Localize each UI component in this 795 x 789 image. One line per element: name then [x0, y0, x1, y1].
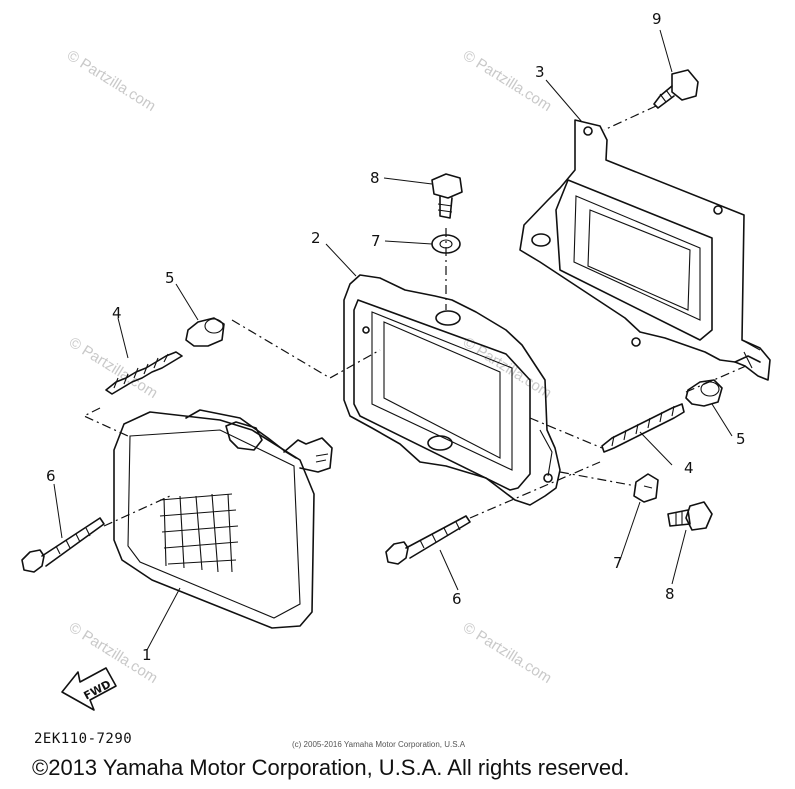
watermark: © Partzilla.com	[64, 47, 159, 115]
part-5-grommet-left	[185, 317, 225, 347]
callout-1: 1	[142, 646, 152, 664]
fwd-label: FWD	[82, 678, 114, 703]
callout-8-bottom: 8	[665, 585, 675, 603]
callout-8-top: 8	[370, 169, 380, 187]
watermarks: © Partzilla.com © Partzilla.com © Partzi…	[64, 47, 555, 687]
callout-5-left: 5	[165, 269, 175, 287]
part-2-housing	[343, 274, 561, 506]
part-4-spring-right	[601, 403, 685, 453]
svg-text:© Partzilla.com: © Partzilla.com	[64, 47, 159, 115]
callout-5-right: 5	[736, 430, 746, 448]
fwd-arrow: FWD	[61, 667, 117, 711]
part-1-headlight	[113, 409, 333, 629]
part-8-bolt-bottom	[667, 501, 713, 531]
callout-2: 2	[311, 229, 321, 247]
part-6-screw-right	[385, 515, 471, 565]
callout-6-right: 6	[452, 590, 462, 608]
part-3-bracket	[519, 119, 771, 381]
part-9-bolt	[653, 69, 699, 109]
part-4-spring-left	[105, 351, 183, 395]
callouts: 1 2 3 4 4 5 5 6 6 7 7 8 8 9	[46, 10, 746, 664]
svg-text:© Partzilla.com: © Partzilla.com	[460, 334, 555, 402]
drawing-code: 2EK110-7290	[34, 731, 133, 747]
svg-text:© Partzilla.com: © Partzilla.com	[460, 619, 555, 687]
callout-9: 9	[652, 10, 662, 28]
small-copyright: (c) 2005-2016 Yamaha Motor Corporation, …	[292, 740, 466, 749]
watermark: © Partzilla.com	[460, 619, 555, 687]
assembly-lines	[82, 105, 747, 527]
callout-6-left: 6	[46, 467, 56, 485]
callout-4-right: 4	[684, 459, 694, 477]
callout-3: 3	[535, 63, 545, 81]
callout-7-top: 7	[371, 232, 381, 250]
callout-7-bottom: 7	[613, 554, 623, 572]
copyright-footer: ©2013 Yamaha Motor Corporation, U.S.A. A…	[32, 755, 630, 780]
leader-lines	[53, 29, 733, 651]
part-8-bolt-top	[431, 173, 463, 219]
callout-4-left: 4	[112, 304, 122, 322]
lens-grid	[159, 493, 239, 573]
watermark: © Partzilla.com	[460, 334, 555, 402]
part-7-washer-bottom	[633, 473, 659, 503]
part-6-screw-left	[21, 517, 105, 573]
